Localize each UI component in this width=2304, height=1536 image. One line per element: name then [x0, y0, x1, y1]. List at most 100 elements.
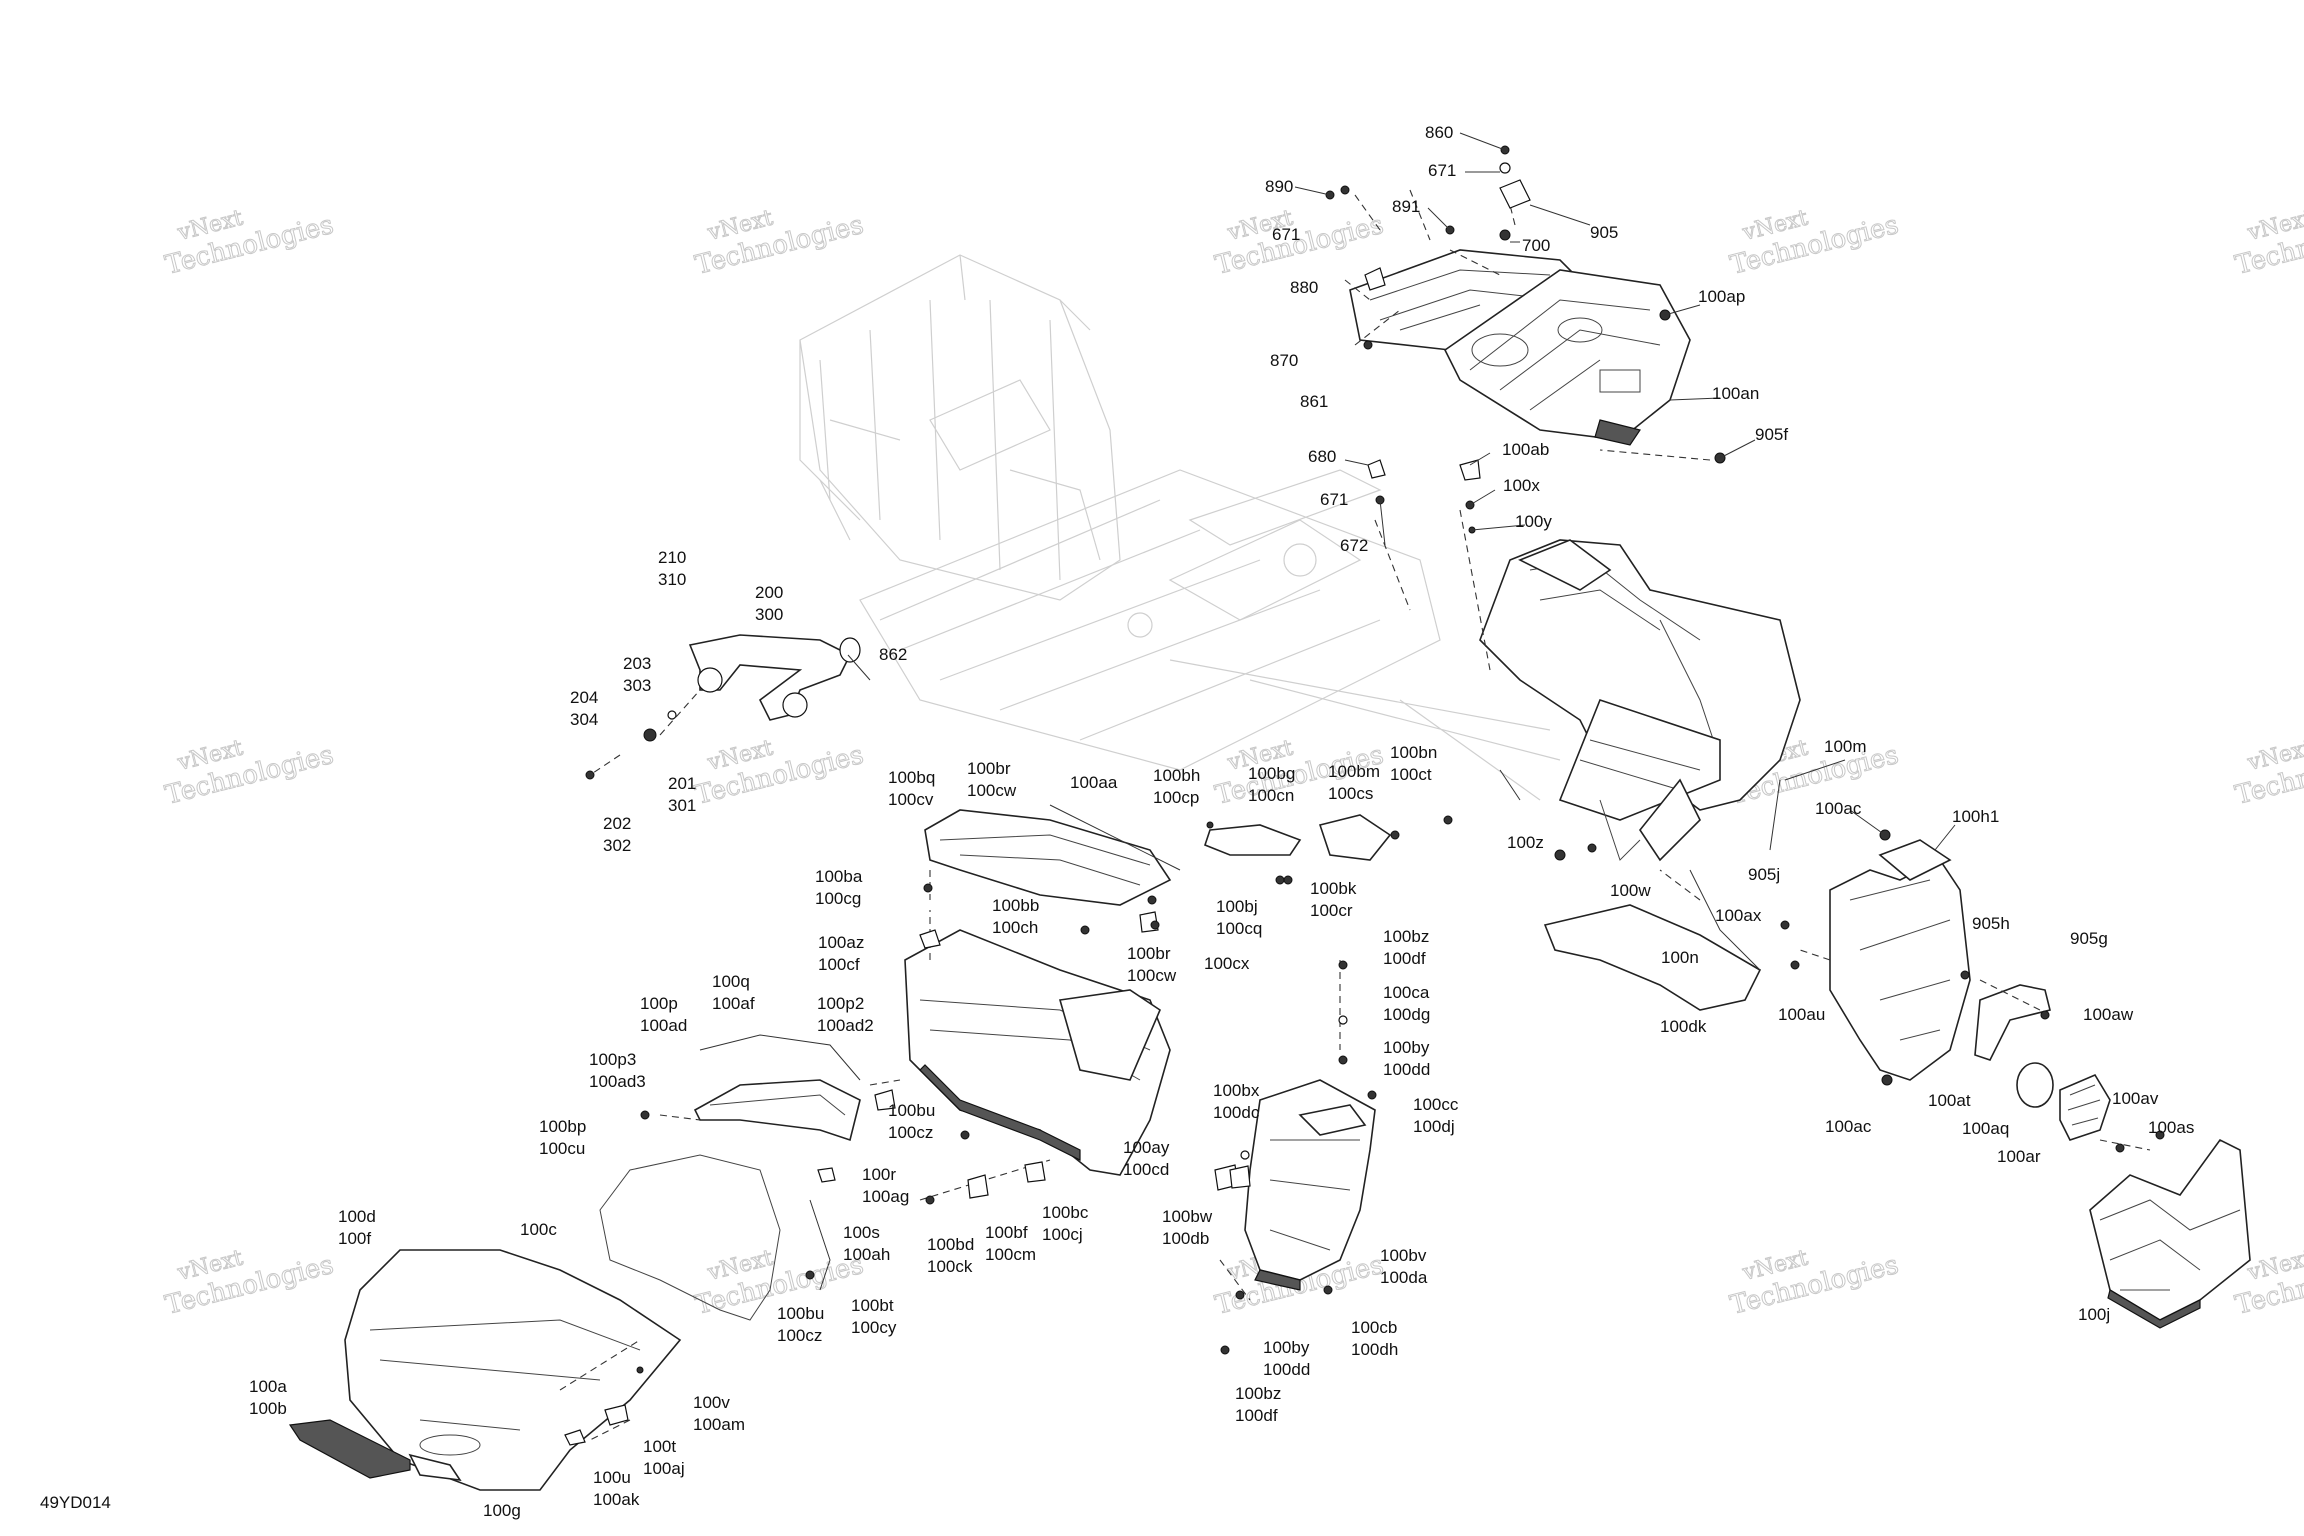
callout-label-line: 671 — [1428, 161, 1456, 180]
callout-label-line: 100x — [1503, 476, 1540, 495]
top-support-plate — [1349, 249, 1691, 446]
callout-label-line: 100av — [2112, 1089, 2159, 1108]
callout-label-line: 100j — [2078, 1305, 2110, 1324]
ghost-vehicle-frame — [799, 254, 1561, 801]
callout-label-line: 100cy — [851, 1318, 897, 1337]
callout-label-line: 100bn — [1390, 743, 1437, 762]
callout-label-line: 203 — [623, 654, 651, 673]
callout-label-line: 100cb — [1351, 1318, 1397, 1337]
fasteners — [564, 145, 2165, 1446]
callout-905h: 905h — [1972, 914, 2010, 933]
callout-100ab: 100ab — [1502, 440, 1549, 459]
watermark: vNext Technologies — [162, 205, 337, 281]
callout-100cx: 100cx — [1204, 954, 1250, 973]
callout-label-line: 100ay — [1123, 1138, 1170, 1157]
callout-100ax: 100ax — [1715, 906, 1762, 925]
callout-100ac-a: 100ac — [1815, 799, 1862, 818]
callout-label-line: 100at — [1928, 1091, 1971, 1110]
callout-100at: 100at — [1928, 1091, 1971, 1110]
callout-label-line: 100bf — [985, 1223, 1028, 1242]
callout-label-line: 100au — [1778, 1005, 1825, 1024]
callout-870: 870 — [1270, 351, 1298, 370]
callout-label-line: 100p2 — [817, 994, 864, 1013]
callout-label-line: 100cx — [1204, 954, 1250, 973]
callout-label-line: 100a — [249, 1377, 287, 1396]
callout-label-line: 100ap — [1698, 287, 1745, 306]
callout-label-line: 100cc — [1413, 1095, 1459, 1114]
callout-label-line: 100dg — [1383, 1005, 1430, 1024]
lid-seal-100bp — [599, 1154, 781, 1321]
callout-100h1: 100h1 — [1952, 807, 1999, 826]
callout-label-line: 100bp — [539, 1117, 586, 1136]
callout-label-line: 100d — [338, 1207, 376, 1226]
callout-label-line: 100br — [1127, 944, 1171, 963]
callout-100av: 100av — [2112, 1089, 2159, 1108]
callout-label-line: 100c — [520, 1220, 557, 1239]
saddlebag-lid-100d — [288, 1249, 682, 1491]
callout-861: 861 — [1300, 392, 1328, 411]
callout-label-line: 672 — [1340, 536, 1368, 555]
watermark: vNext Technologies — [692, 205, 867, 281]
callout-label-line: 100w — [1610, 881, 1651, 900]
callout-label-line: 100ba — [815, 867, 863, 886]
callout-label-line: 100v — [693, 1393, 730, 1412]
callout-label-line: 905 — [1590, 223, 1618, 242]
callout-100ar: 100ar — [1997, 1147, 2041, 1166]
callout-label-line: 100da — [1380, 1268, 1428, 1287]
callout-label-line: 100cq — [1216, 919, 1262, 938]
saddlebag-inner-shell — [904, 929, 1171, 1176]
callout-label-line: 905h — [1972, 914, 2010, 933]
callout-label-line: 100cs — [1328, 784, 1373, 803]
callout-label-line: 905f — [1755, 425, 1788, 444]
callout-label-line: 100bd — [927, 1235, 974, 1254]
callout-label-line: 891 — [1392, 197, 1420, 216]
callout-label-line: 100dh — [1351, 1340, 1398, 1359]
callout-label-line: 100ah — [843, 1245, 890, 1264]
callout-label-line: 100cn — [1248, 786, 1294, 805]
callout-label-line: 100ar — [1997, 1147, 2041, 1166]
callout-label-line: 300 — [755, 605, 783, 624]
callout-label-line: 100cd — [1123, 1160, 1169, 1179]
callout-label-line: 100ct — [1390, 765, 1432, 784]
callout-100bv-100da: 100bv 100da — [1380, 1246, 1428, 1287]
callout-label-line: 100bv — [1380, 1246, 1427, 1265]
callout-100m: 100m — [1824, 737, 1867, 756]
callout-label-line: 100ak — [593, 1490, 640, 1509]
callout-label-line: 862 — [879, 645, 907, 664]
callout-label-line: 100bz — [1383, 927, 1429, 946]
callout-100j: 100j — [2078, 1305, 2110, 1324]
dashed-leader-lines — [559, 189, 2151, 1441]
watermark: vNext Technologies — [162, 735, 337, 811]
callout-label-line: 100aj — [643, 1459, 685, 1478]
callout-100dk: 100dk — [1660, 1017, 1707, 1036]
callout-label-line: 100bu — [888, 1101, 935, 1120]
callout-100ap: 100ap — [1698, 287, 1745, 306]
callout-label-line: 100bt — [851, 1296, 894, 1315]
callout-label-line: 202 — [603, 814, 631, 833]
callout-label-line: 100cr — [1310, 901, 1353, 920]
callout-label-line: 861 — [1300, 392, 1328, 411]
callout-label-line: 310 — [658, 570, 686, 589]
callout-905j: 905j — [1748, 865, 1780, 884]
callout-label-line: 100bz — [1235, 1384, 1281, 1403]
callout-label-line: 100dj — [1413, 1117, 1455, 1136]
callout-label-line: 210 — [658, 548, 686, 567]
callout-label-line: 100am — [693, 1415, 745, 1434]
callout-671a: 671 — [1428, 161, 1456, 180]
callout-label-line: 100ac — [1825, 1117, 1872, 1136]
callout-672: 672 — [1340, 536, 1368, 555]
watermark: vNext Technologies — [1727, 1245, 1902, 1321]
